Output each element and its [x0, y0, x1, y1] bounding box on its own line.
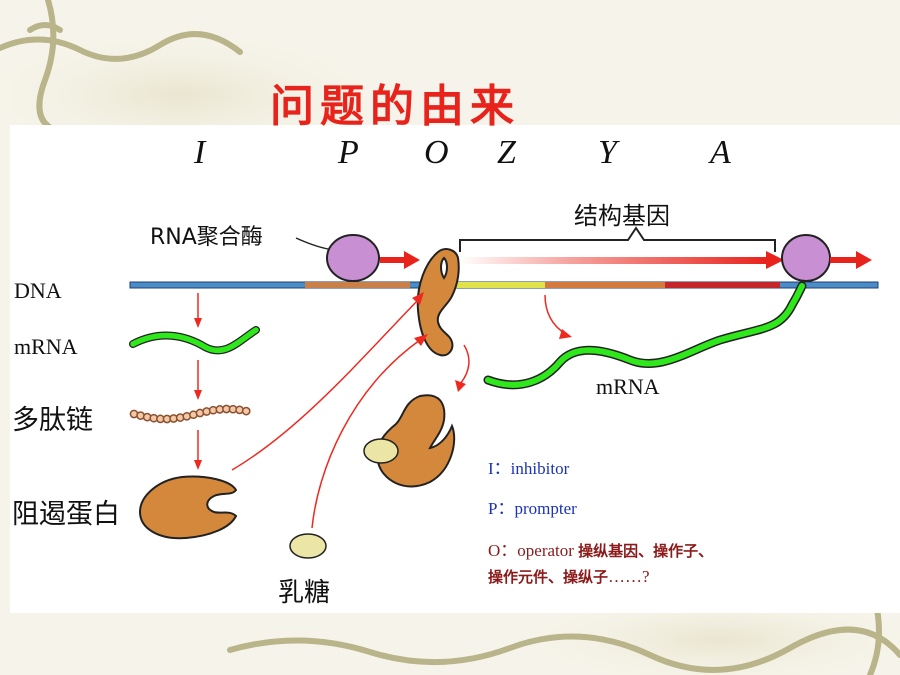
polymerase-arrow-left [380, 251, 420, 269]
label-mrna-left: mRNA [14, 334, 78, 359]
legend-o: O：operator 操纵基因、操作子、 [488, 536, 713, 561]
label-rna-polymerase: RNA聚合酶 [150, 225, 263, 250]
repressor-bound [416, 248, 460, 357]
label-repressor: 阻遏蛋白 [12, 499, 120, 530]
legend-i-value: inhibitor [510, 459, 570, 478]
legend-p-value: prompter [514, 499, 577, 518]
dna-strand [129, 281, 879, 289]
polymerase-arrow-right [830, 251, 872, 269]
legend-i: I：inhibitor [488, 454, 569, 479]
legend-o-line2: 操作元件、操纵子……? [488, 566, 650, 587]
label-lactose: 乳糖 [278, 578, 331, 608]
gene-label-o: O [424, 134, 449, 171]
lactose-free [289, 533, 327, 559]
arrow-dna-to-mrna [194, 293, 202, 328]
label-mrna-right: mRNA [596, 374, 660, 399]
lactose-bound [363, 438, 399, 464]
gene-label-i: I [194, 134, 206, 171]
legend-o-cn-1: 操纵基因、操作子、 [578, 542, 714, 560]
legend-p: P：prompter [488, 494, 577, 519]
structural-gene-bracket [459, 226, 776, 252]
label-polypeptide: 多肽链 [12, 405, 93, 436]
rna-polymerase-left [326, 234, 380, 282]
legend-p-key: P： [488, 499, 515, 518]
arrow-lactose-to-repressor [311, 334, 428, 529]
mrna-left [130, 327, 259, 354]
gene-label-y: Y [598, 134, 617, 171]
gene-label-a: A [710, 134, 731, 171]
legend-o-tail: ……? [608, 567, 650, 586]
vine-decoration-top [0, 0, 243, 133]
legend-o-key: O： [488, 541, 518, 560]
polypeptide-chain [129, 404, 251, 424]
mrna-right [485, 283, 805, 388]
diagram-panel [10, 125, 900, 613]
repressor-released [376, 394, 456, 488]
arrow-dna-to-mrna-right [544, 294, 572, 339]
rna-polymerase-right [781, 234, 831, 282]
arrow-mrna-to-polypeptide [194, 360, 202, 400]
page-title: 问题的由来 [270, 81, 520, 132]
label-dna: DNA [14, 278, 62, 303]
arrow-repressor-release [455, 344, 470, 392]
gene-label-p: P [338, 134, 359, 171]
gene-label-z: Z [497, 134, 516, 171]
legend-o-value: operator [517, 541, 574, 560]
label-structural-genes: 结构基因 [574, 202, 670, 230]
arrow-polypeptide-to-repressor [194, 430, 202, 470]
legend-o-cn-2: 操作元件、操纵子 [488, 568, 609, 586]
repressor-free [138, 475, 238, 540]
transcription-arrow [460, 251, 784, 269]
arrow-repressor-to-operator [231, 292, 424, 471]
legend-i-key: I： [488, 459, 511, 478]
polypeptide-bead [241, 406, 251, 416]
